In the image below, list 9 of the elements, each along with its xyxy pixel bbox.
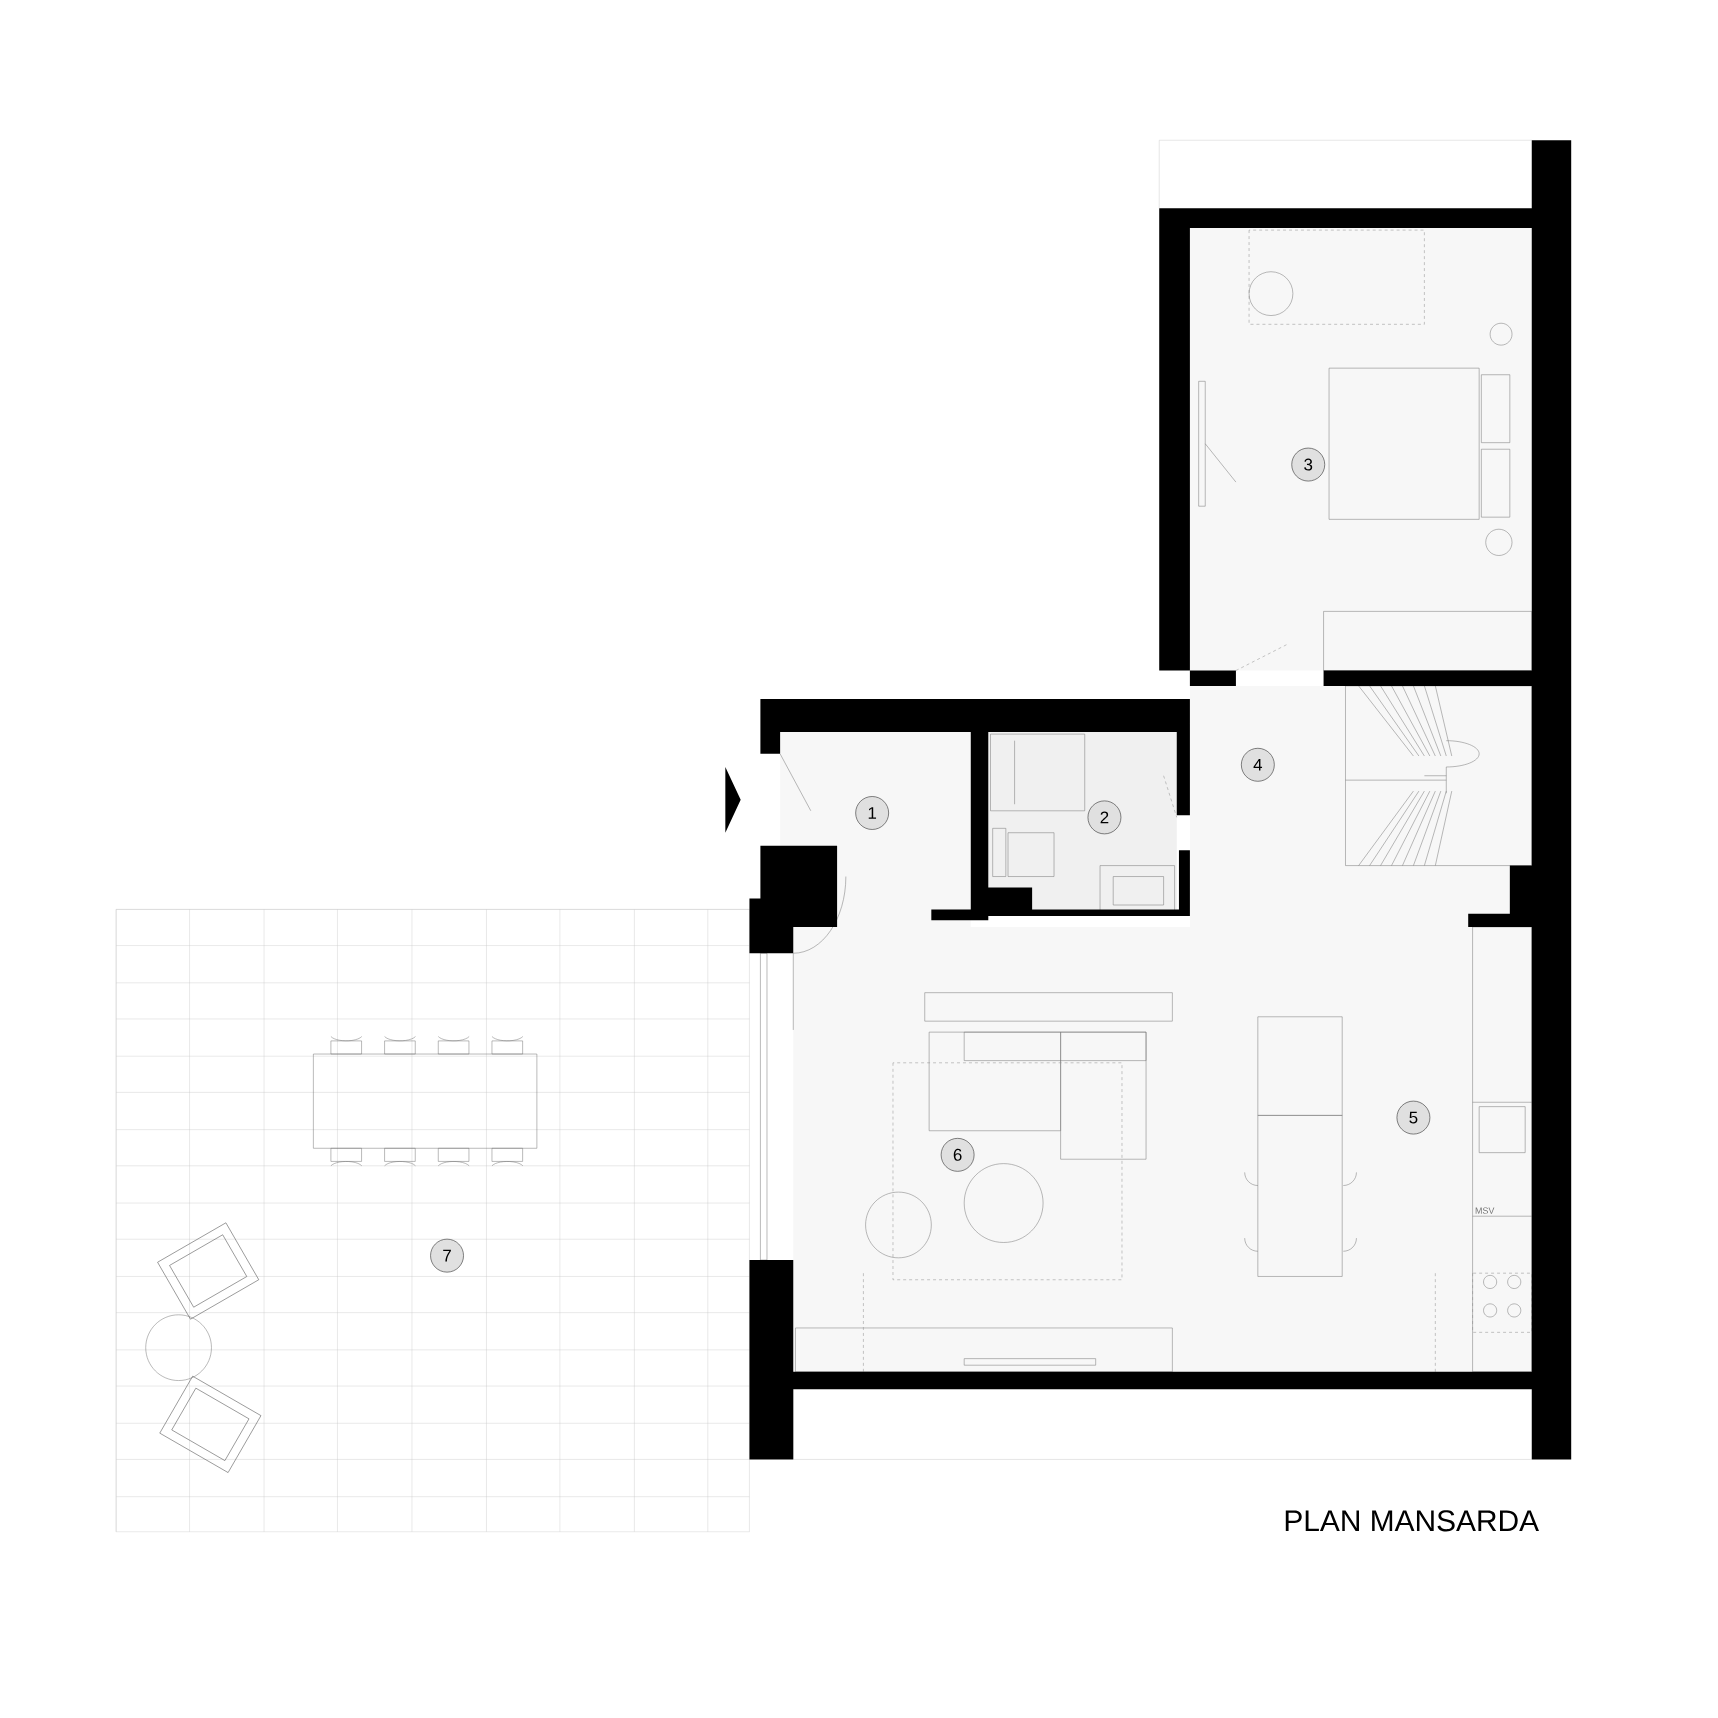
- callout-number: 7: [430, 1238, 464, 1273]
- callout-number: 4: [1241, 748, 1275, 782]
- callout-number: 2: [1087, 800, 1122, 835]
- plan-title: PLAN MANSARDA: [1285, 1510, 1539, 1532]
- appliance-label: MSV: [1475, 1207, 1495, 1214]
- callout-number: 6: [940, 1138, 975, 1172]
- callout-number: 3: [1291, 447, 1326, 482]
- callout-number: 5: [1396, 1100, 1431, 1135]
- callout-number: 1: [855, 796, 889, 830]
